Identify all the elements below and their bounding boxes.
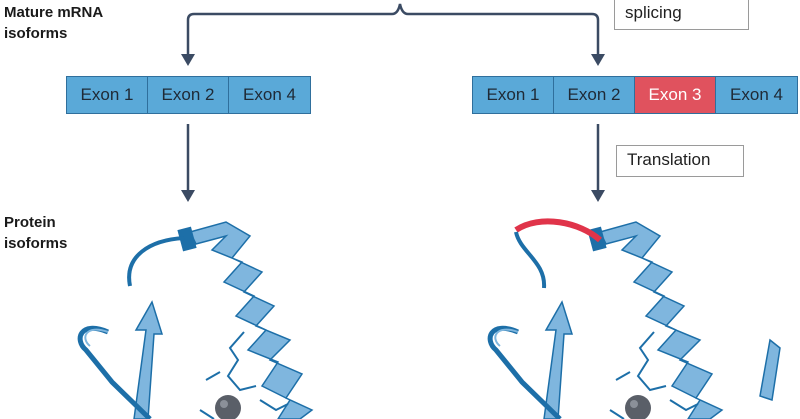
arrowhead-right-top [591,54,605,66]
arrowhead-left-top [181,54,195,66]
mature-mrna-label-line2: isoforms [4,25,68,42]
mature-mrna-label-line1: Mature mRNA [4,4,104,21]
helix-left [188,221,314,419]
loop-right [514,231,547,289]
exon-1-left: Exon 1 [67,77,148,113]
splicing-label-box: splicing [614,0,749,30]
arrowhead-right-bottom [591,190,605,202]
mature-mrna-label: Mature mRNA isoforms [4,2,103,44]
metal-ion-left [215,395,241,419]
sidechains-left [199,331,289,419]
translation-label: Translation [627,150,711,169]
exon-2-right: Exon 2 [554,77,635,113]
protein-left [77,221,314,419]
protein-label-line2: isoforms [4,235,68,252]
beta-strand-right-1 [543,300,574,419]
helix-start-left [177,226,197,252]
protein-isoforms-label: Protein isoforms [4,212,67,254]
alternative-loop-right [514,218,603,243]
exon-4-left: Exon 4 [229,77,310,113]
splicing-arrows [186,3,600,56]
mrna-isoform-left: Exon 1 Exon 2 Exon 4 [66,76,311,114]
sidechains-right [609,331,699,419]
exon-4-right: Exon 4 [716,77,797,113]
beta-strand-left-1 [133,300,164,419]
splicing-label: splicing [625,3,682,22]
arrowhead-left-bottom [181,190,195,202]
loop-left [127,236,185,287]
translation-label-box: Translation [616,145,744,177]
mrna-isoform-right: Exon 1 Exon 2 Exon 3 Exon 4 [472,76,798,114]
helix-right [598,221,724,419]
exon-3-right: Exon 3 [635,77,716,113]
exon-2-left: Exon 2 [148,77,229,113]
beta-strand-right-2 [759,338,781,401]
protein-label-line1: Protein [4,214,56,231]
metal-ion-right [625,395,651,419]
protein-right [487,218,781,419]
exon-1-right: Exon 1 [473,77,554,113]
